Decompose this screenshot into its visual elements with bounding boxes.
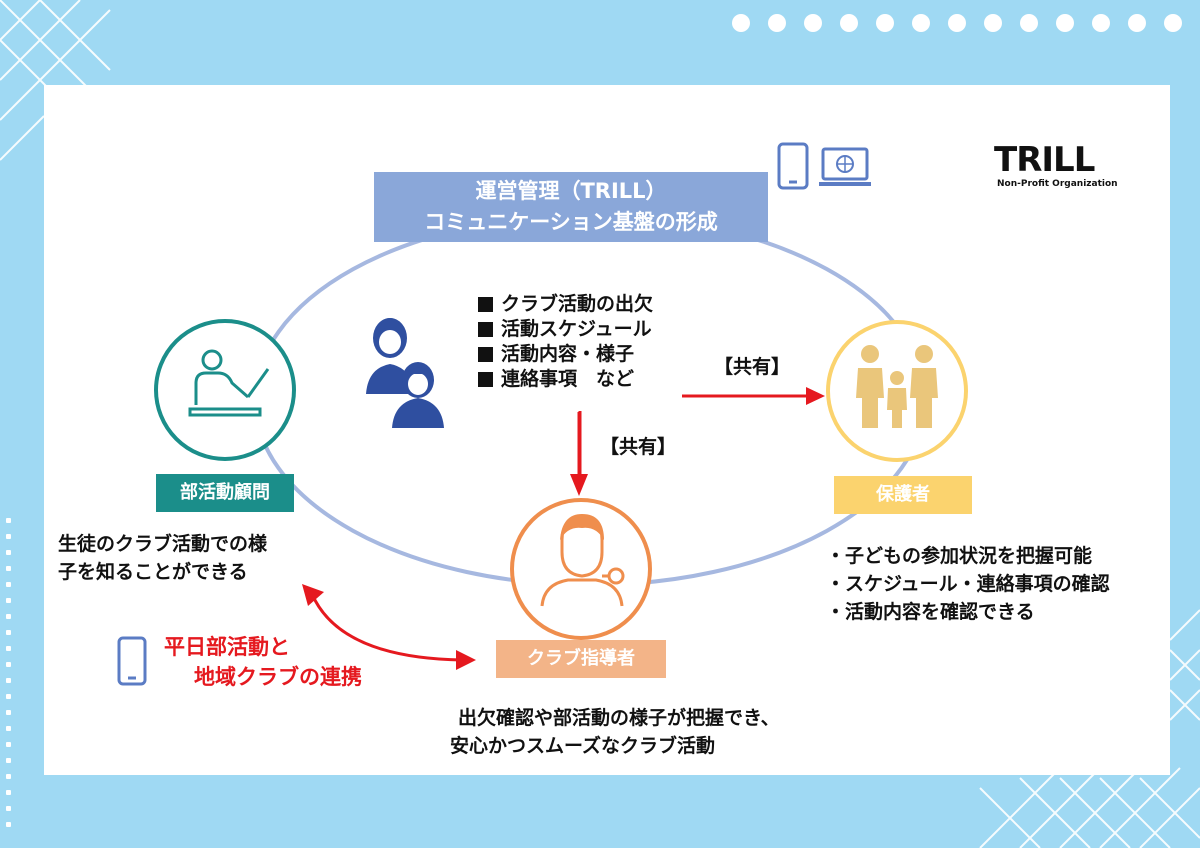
family-icon bbox=[826, 320, 968, 462]
list-item: 連絡事項 など bbox=[478, 367, 653, 392]
list-item: クラブ活動の出欠 bbox=[478, 292, 653, 317]
link-label: 平日部活動と 地域クラブの連携 bbox=[164, 635, 362, 689]
laptop-icon bbox=[819, 147, 871, 186]
advisor-label: 部活動顧問 bbox=[156, 474, 294, 512]
smartphone-icon bbox=[117, 636, 147, 686]
guardian-label: 保護者 bbox=[834, 476, 972, 514]
share-arrow-right-head bbox=[682, 387, 825, 405]
decorative-dots-vertical bbox=[6, 518, 11, 827]
advisor-description: 生徒のクラブ活動での様 子を知ることができる bbox=[58, 533, 268, 583]
title-line2: コミュニケーション基盤の形成 bbox=[424, 210, 718, 234]
bullet-square-icon bbox=[478, 297, 493, 312]
decorative-dots bbox=[732, 14, 1182, 32]
trill-logo: TRILL bbox=[994, 140, 1095, 180]
coach-description: 出欠確認や部活動の様子が把握でき、 安心かつスムーズなクラブ活動 bbox=[450, 707, 780, 757]
title-box: 運営管理（TRILL） コミュニケーション基盤の形成 bbox=[374, 172, 768, 242]
coach-icon bbox=[510, 498, 652, 640]
trill-logo-subtitle: Non-Profit Organization bbox=[997, 179, 1118, 189]
coach-label: クラブ指導者 bbox=[496, 640, 666, 678]
bullet-square-icon bbox=[478, 347, 493, 362]
shared-items-list: クラブ活動の出欠 活動スケジュール 活動内容・様子 連絡事項 など bbox=[478, 292, 653, 392]
bullet-square-icon bbox=[478, 372, 493, 387]
list-item: 活動内容・様子 bbox=[478, 342, 653, 367]
bullet-square-icon bbox=[478, 322, 493, 337]
list-item: 活動スケジュール bbox=[478, 317, 653, 342]
share-arrow-down-head bbox=[570, 412, 588, 496]
smartphone-icon bbox=[777, 142, 809, 190]
teacher-icon bbox=[154, 319, 296, 461]
title-line1: 運営管理（TRILL） bbox=[475, 179, 667, 203]
share-label-down: 【共有】 bbox=[600, 436, 677, 458]
link-arrow bbox=[302, 584, 476, 670]
share-label-right: 【共有】 bbox=[714, 356, 791, 378]
guardian-description: ・子どもの参加状況を把握可能 ・スケジュール・連絡事項の確認 ・活動内容を確認で… bbox=[826, 545, 1110, 623]
students-icon bbox=[366, 318, 444, 428]
